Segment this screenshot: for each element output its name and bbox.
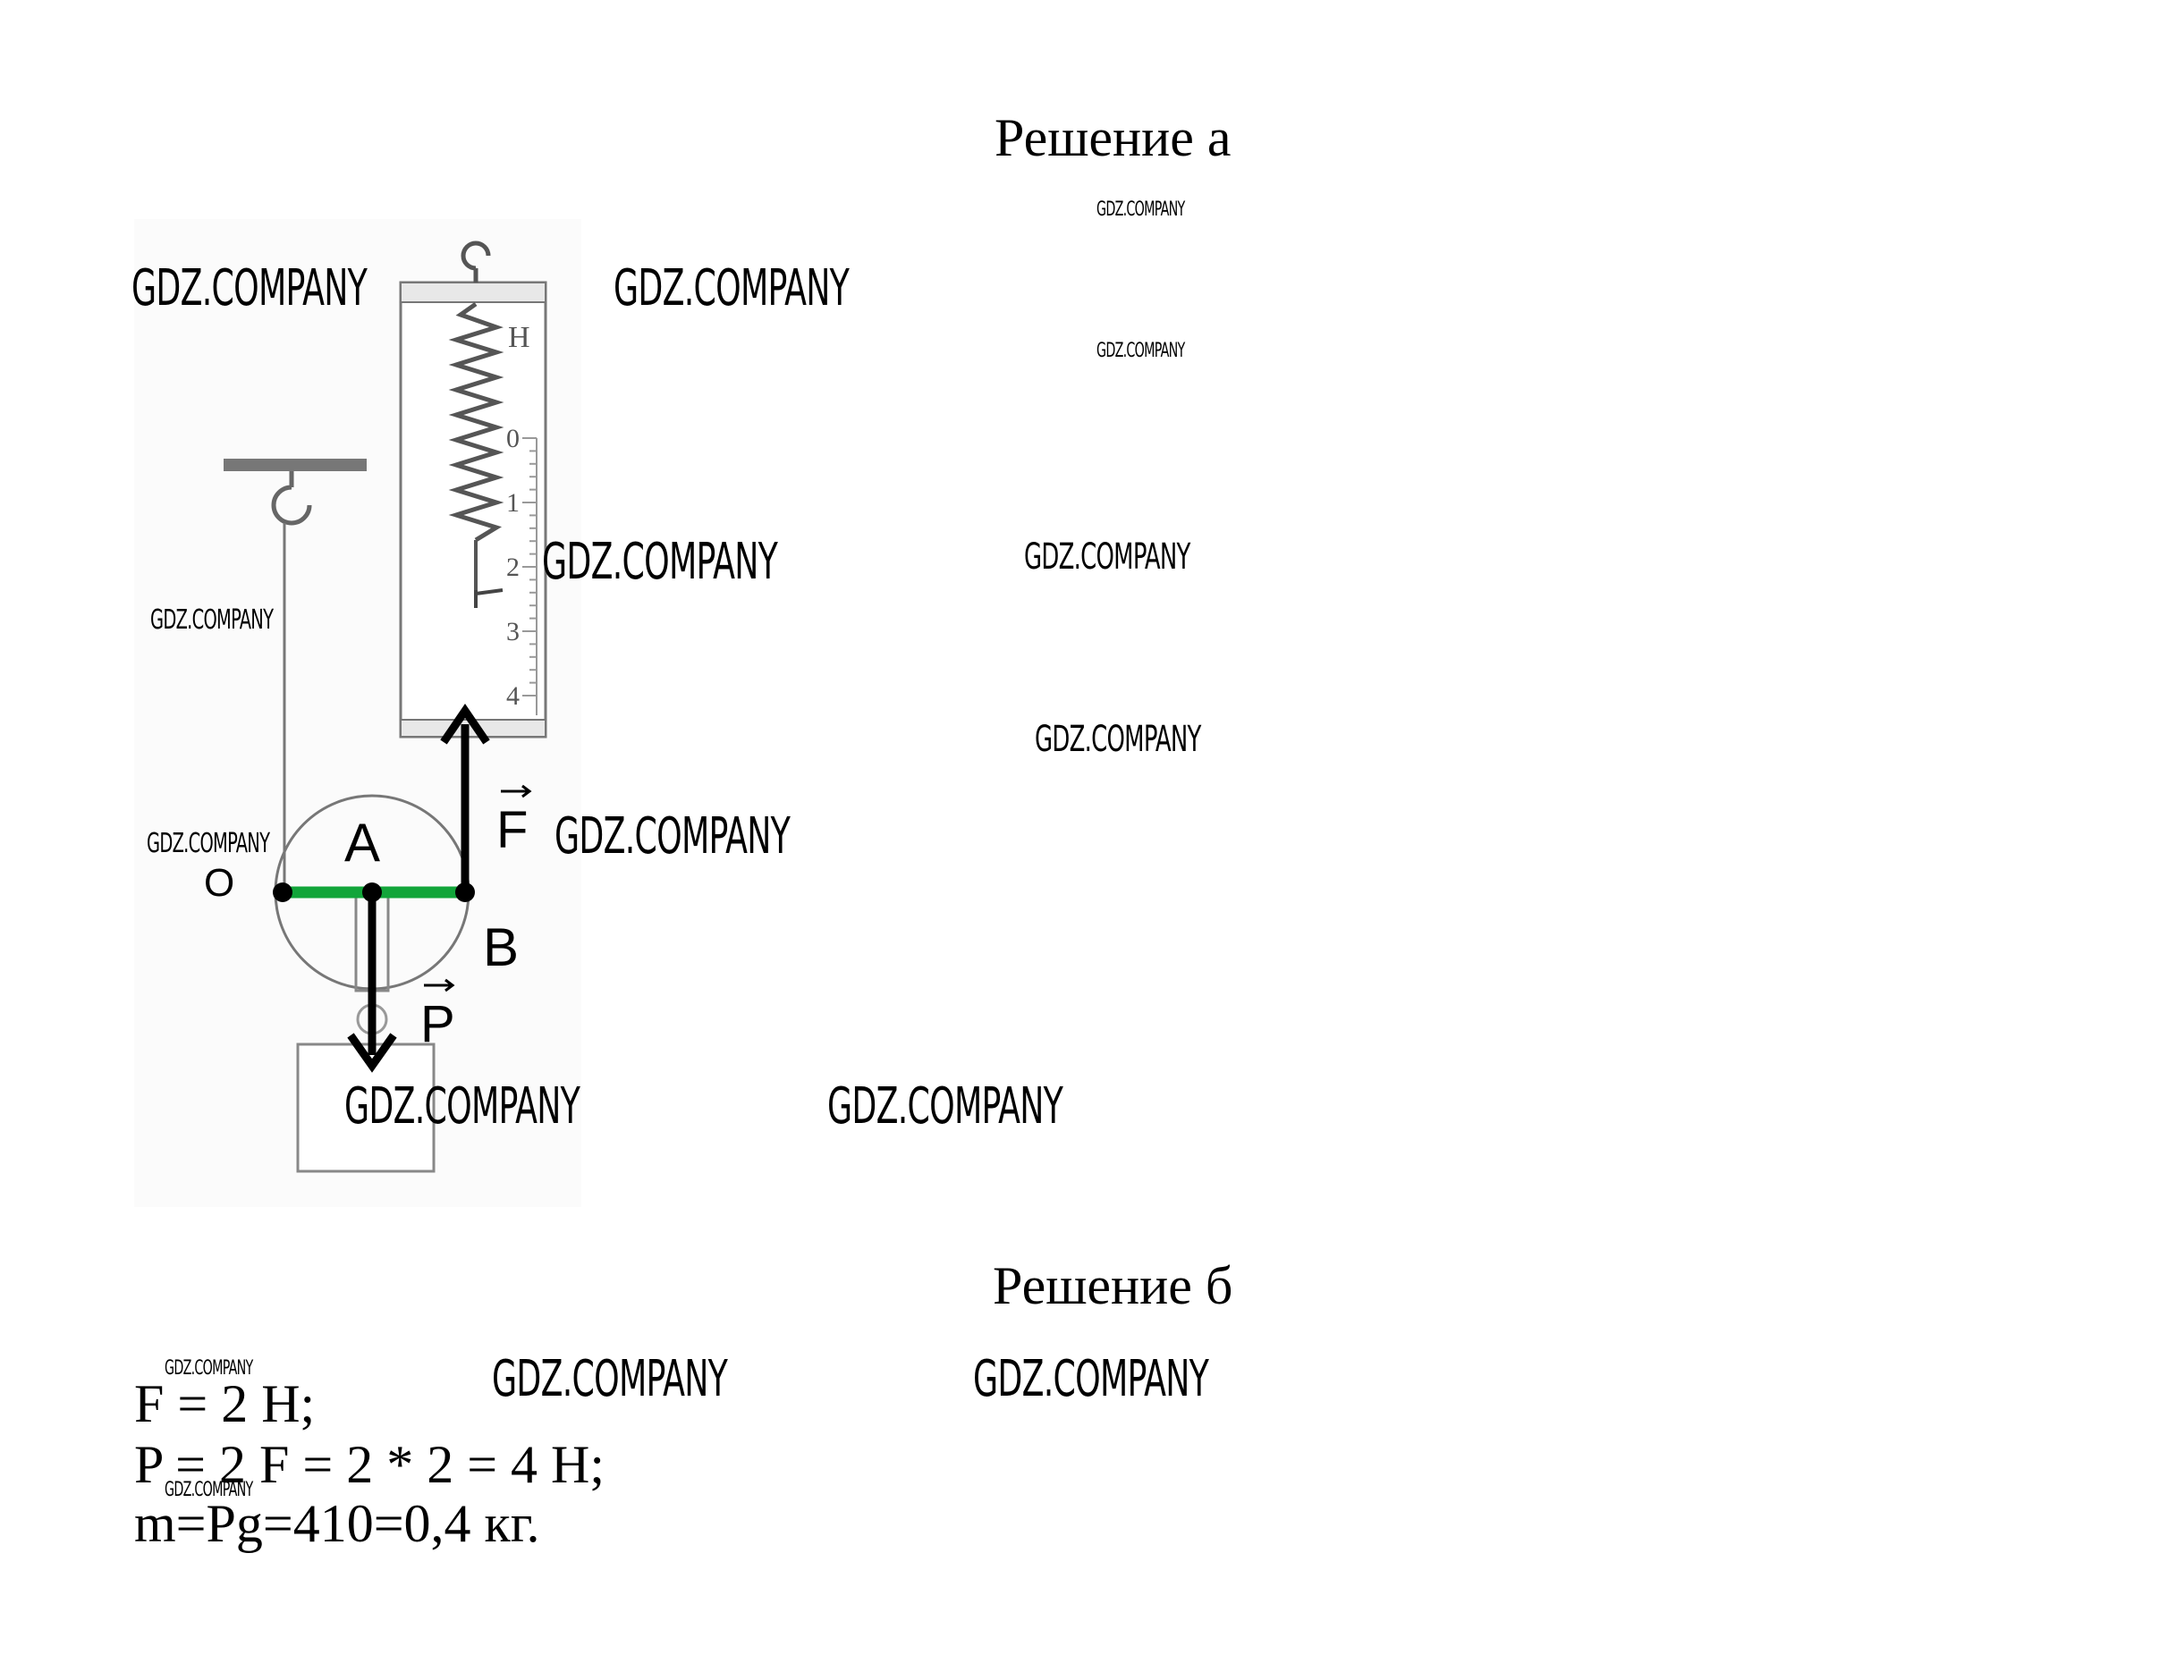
scale-ticks [522,437,537,696]
formula-line-3: m=Pg=410=0,4 кг. [134,1494,540,1553]
point-O-dot [273,882,292,902]
watermark: GDZ.COMPANY [165,1479,253,1501]
dynamometer-cap [400,282,546,303]
pointer [474,588,504,608]
watermark: GDZ.COMPANY [973,1350,1209,1408]
heading-solution-a: Решение а [995,108,1232,167]
force-F-arrowhead [440,704,490,745]
watermark: GDZ.COMPANY [1035,719,1201,760]
label-A: A [344,813,380,873]
scale-tick-label: 1 [506,488,520,518]
label-B: B [483,917,519,977]
weight-block [296,1043,436,1173]
watermark: GDZ.COMPANY [147,828,270,859]
ceiling-hook-icon [271,471,312,526]
ceiling-bar [224,459,367,471]
formula-line-1: F = 2 Н; [134,1374,316,1433]
watermark: GDZ.COMPANY [1096,198,1185,221]
heading-solution-b: Решение б [993,1256,1233,1315]
watermark: GDZ.COMPANY [131,259,368,317]
label-F: F [496,801,528,859]
label-P-vector-icon [424,978,455,992]
watermark: GDZ.COMPANY [542,533,778,591]
scale-tick-label: 4 [506,681,520,711]
label-P: P [420,995,455,1053]
spring [448,301,504,543]
watermark: GDZ.COMPANY [1096,340,1185,362]
watermark: GDZ.COMPANY [165,1357,253,1380]
label-F-vector-icon [501,784,532,798]
formula-line-2: P = 2 F = 2 * 2 = 4 Н; [134,1435,605,1494]
watermark: GDZ.COMPANY [614,259,850,317]
dynamometer-hook-icon [461,241,491,283]
scale-tick-label: 0 [506,424,520,453]
force-P-arrowhead [347,1033,397,1073]
label-O: O [204,861,234,905]
watermark: GDZ.COMPANY [492,1350,728,1408]
scale-unit: Н [508,321,530,354]
watermark: GDZ.COMPANY [344,1077,580,1135]
watermark: GDZ.COMPANY [554,807,791,865]
watermark: GDZ.COMPANY [827,1077,1063,1135]
watermark: GDZ.COMPANY [1024,536,1190,578]
scale-tick-label: 2 [506,553,520,582]
scale-labels: 0 1 2 3 4 [506,424,520,711]
scale-tick-label: 3 [506,617,520,646]
watermark: GDZ.COMPANY [150,604,274,636]
